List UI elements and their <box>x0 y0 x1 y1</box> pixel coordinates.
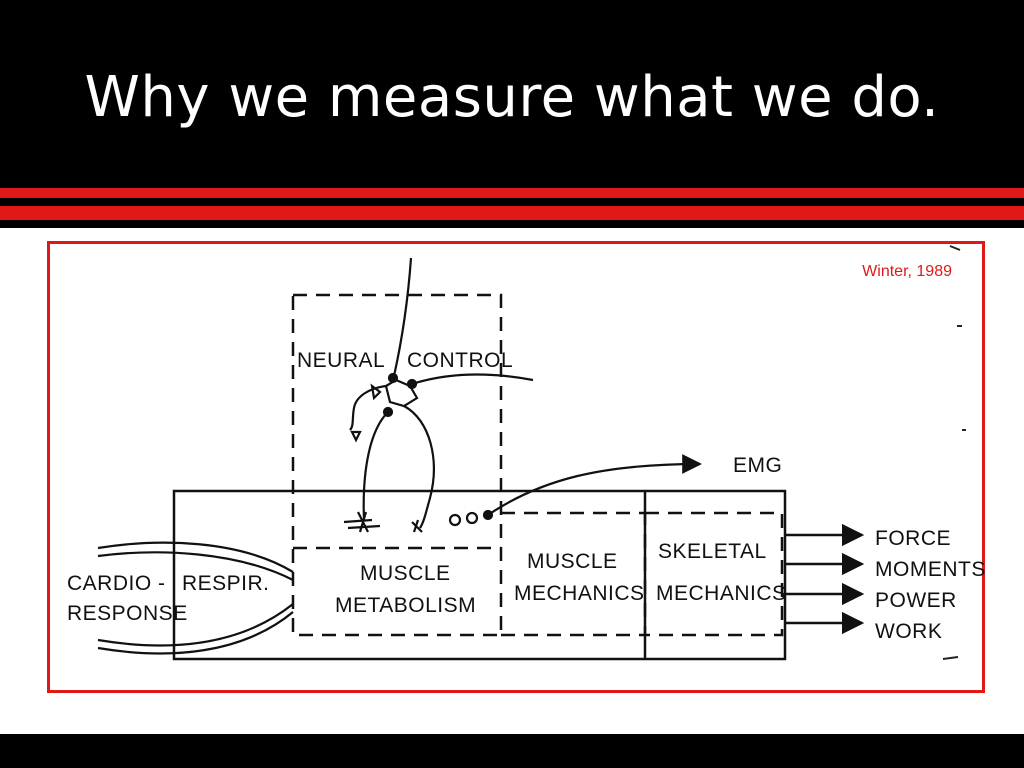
slide-title: Why we measure what we do. <box>84 65 940 130</box>
diagram-frame <box>47 241 985 693</box>
divider-black-band-bottom <box>0 220 1024 228</box>
divider-red-band-bottom <box>0 206 1024 220</box>
citation: Winter, 1989 <box>862 263 952 280</box>
divider-red-band-top <box>0 188 1024 198</box>
bottom-bar <box>0 734 1024 768</box>
divider-black-band <box>0 198 1024 206</box>
